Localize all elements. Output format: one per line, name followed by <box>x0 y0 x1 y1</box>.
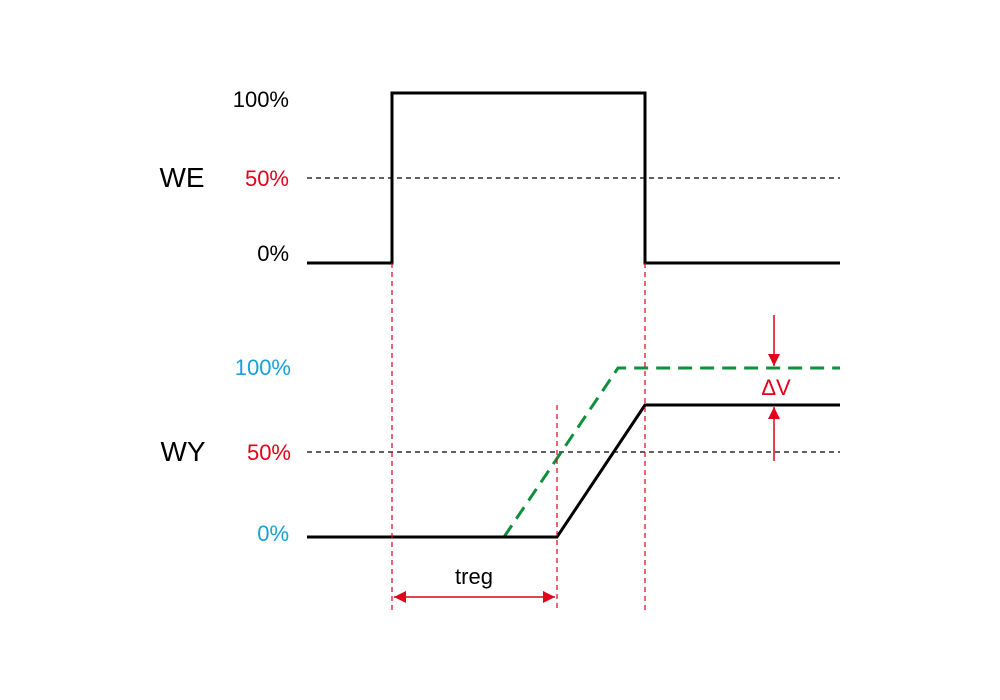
wy-label-50: 50% <box>247 440 291 465</box>
wy-ideal-waveform <box>502 366 840 538</box>
wy-actual-waveform <box>307 403 840 539</box>
treg-label: treg <box>455 564 493 589</box>
wy-label-0: 0% <box>257 521 289 546</box>
we-signal-name: WE <box>159 162 204 193</box>
we-label-100: 100% <box>233 87 289 112</box>
we-label-50: 50% <box>245 166 289 191</box>
delta-v-label: ΔV <box>761 375 791 400</box>
wy-label-100: 100% <box>235 355 291 380</box>
we-waveform <box>307 91 840 265</box>
we-label-0: 0% <box>257 241 289 266</box>
wy-signal-name: WY <box>160 436 205 467</box>
